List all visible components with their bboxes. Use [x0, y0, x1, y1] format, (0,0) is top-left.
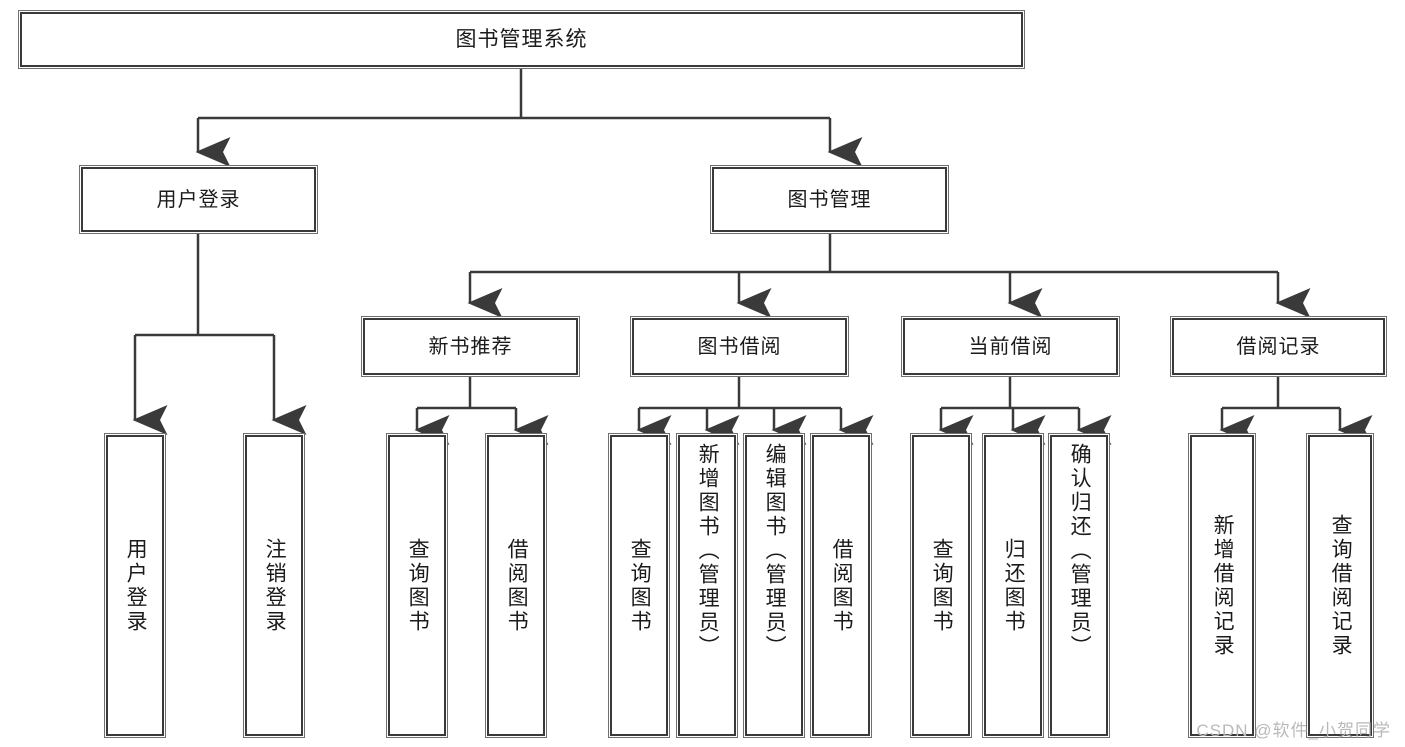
- node-level3-4-label: 借阅记录: [1236, 335, 1321, 358]
- node-level3-1[interactable]: 新书推荐: [363, 318, 578, 375]
- node-level3-2[interactable]: 图书借阅: [632, 318, 847, 375]
- leaf-node-5[interactable]: 查询图书: [610, 435, 668, 736]
- leaf-node-4-label: 借阅图书: [505, 537, 529, 634]
- leaf-node-3-label: 查询图书: [406, 537, 430, 634]
- leaf-node-4[interactable]: 借阅图书: [487, 435, 545, 736]
- node-level2-1[interactable]: 用户登录: [81, 167, 316, 232]
- leaf-node-2[interactable]: 注销登录: [245, 435, 303, 736]
- node-root[interactable]: 图书管理系统: [20, 12, 1023, 67]
- leaf-node-12-label: 新增借阅记录: [1211, 513, 1235, 658]
- leaf-node-13-label: 查询借阅记录: [1329, 513, 1353, 658]
- leaf-node-13[interactable]: 查询借阅记录: [1308, 435, 1372, 736]
- leaf-node-12[interactable]: 新增借阅记录: [1190, 435, 1254, 736]
- leaf-node-10[interactable]: 归还图书: [984, 435, 1042, 736]
- node-level2-2[interactable]: 图书管理: [712, 167, 947, 232]
- leaf-node-3[interactable]: 查询图书: [388, 435, 446, 736]
- leaf-node-2-label: 注销登录: [263, 537, 287, 634]
- node-level3-2-label: 图书借阅: [697, 335, 782, 358]
- node-level3-3-label: 当前借阅: [968, 335, 1053, 358]
- node-level2-2-label: 图书管理: [787, 188, 872, 211]
- leaf-node-7[interactable]: 编辑图书（管理员）: [745, 435, 803, 736]
- node-level3-4[interactable]: 借阅记录: [1172, 318, 1385, 375]
- node-level3-1-label: 新书推荐: [428, 335, 513, 358]
- leaf-node-6-label: 新增图书（管理员）: [696, 443, 720, 659]
- leaf-node-10-label: 归还图书: [1002, 537, 1026, 634]
- leaf-node-11[interactable]: 确认归还（管理员）: [1050, 435, 1108, 736]
- leaf-node-9[interactable]: 查询图书: [912, 435, 970, 736]
- watermark: CSDN @软件_小贺同学: [1196, 721, 1391, 740]
- leaf-node-7-label: 编辑图书（管理员）: [763, 443, 787, 659]
- node-level3-3[interactable]: 当前借阅: [903, 318, 1118, 375]
- leaf-node-5-label: 查询图书: [628, 537, 652, 634]
- leaf-node-9-label: 查询图书: [930, 537, 954, 634]
- leaf-node-1[interactable]: 用户登录: [106, 435, 164, 736]
- leaf-node-11-label: 确认归还（管理员）: [1068, 443, 1092, 659]
- leaf-node-1-label: 用户登录: [124, 537, 148, 634]
- node-level2-1-label: 用户登录: [156, 188, 241, 211]
- leaf-node-8[interactable]: 借阅图书: [812, 435, 870, 736]
- leaf-node-8-label: 借阅图书: [830, 537, 854, 634]
- node-root-label: 图书管理系统: [455, 27, 588, 51]
- leaf-node-6[interactable]: 新增图书（管理员）: [678, 435, 736, 736]
